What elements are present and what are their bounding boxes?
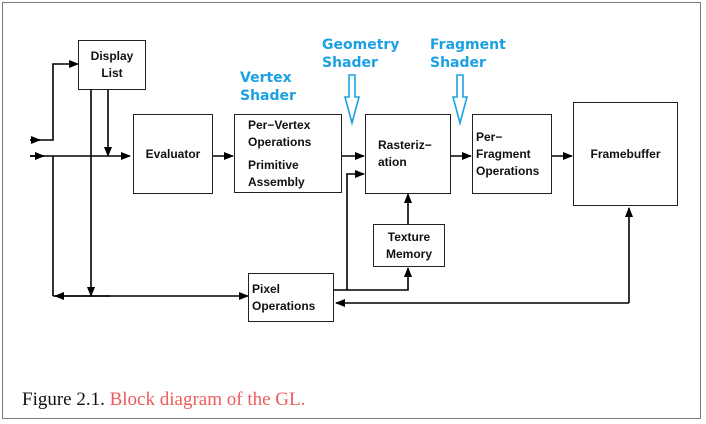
texture-memory-block: Texture Memory: [373, 224, 445, 267]
pixel-operations-line2: Operations: [252, 298, 316, 313]
geometry-shader-arrow-icon: [343, 74, 361, 127]
evaluator-block: Evaluator: [133, 114, 213, 194]
geometry-shader-annotation: Geometry Shader: [322, 36, 399, 72]
arrow-pixel-to-raster: [334, 170, 365, 291]
pixel-operations-block: Pixel Operations: [248, 273, 334, 322]
arrow-pixel-to-texture: [347, 267, 412, 291]
rasterization-block: Rasteriz− ation: [365, 114, 451, 194]
per-fragment-block: Per− Fragment Operations: [472, 114, 552, 194]
display-list-line2: List: [101, 66, 123, 80]
fragment-shader-annotation: Fragment Shader: [430, 36, 506, 72]
texture-memory-line2: Memory: [385, 246, 432, 261]
vertex-shader-line1: Vertex: [240, 70, 292, 86]
arrow-input-to-display-list: [30, 60, 79, 141]
evaluator-label: Evaluator: [145, 146, 201, 161]
framebuffer-label: Framebuffer: [590, 146, 661, 161]
per-fragment-line1: Per−: [476, 129, 503, 144]
caption-text: Block diagram of the GL.: [109, 389, 306, 410]
primitive-line1: Primitive: [248, 157, 299, 172]
caption-number: Figure 2.1.: [22, 389, 105, 410]
vertex-shader-line2: Shader: [240, 88, 296, 104]
display-list-line1: Display: [90, 49, 134, 63]
pixel-operations-line1: Pixel: [252, 281, 281, 296]
per-fragment-line2: Fragment: [476, 146, 531, 161]
display-list-block: Display List: [78, 40, 146, 90]
primitive-line2: Assembly: [248, 174, 305, 189]
texture-memory-line1: Texture: [387, 229, 431, 244]
rasterization-line2: ation: [378, 155, 407, 169]
per-vertex-block: Per−Vertex Operations Primitive Assembly: [234, 114, 342, 193]
fragment-shader-arrow-icon: [451, 74, 469, 127]
per-fragment-line3: Operations: [476, 163, 540, 178]
fragment-shader-line1: Fragment: [430, 37, 506, 53]
figure-caption: Figure 2.1. Block diagram of the GL.: [22, 389, 305, 411]
geometry-shader-line2: Shader: [322, 55, 378, 71]
geometry-shader-line1: Geometry: [322, 37, 400, 53]
per-vertex-line2: Operations: [248, 134, 312, 149]
vertex-shader-annotation: Vertex Shader: [240, 69, 296, 105]
per-vertex-line1: Per−Vertex: [248, 117, 311, 132]
rasterization-line1: Rasteriz−: [378, 138, 432, 152]
fragment-shader-line2: Shader: [430, 55, 486, 71]
framebuffer-block: Framebuffer: [573, 102, 678, 206]
